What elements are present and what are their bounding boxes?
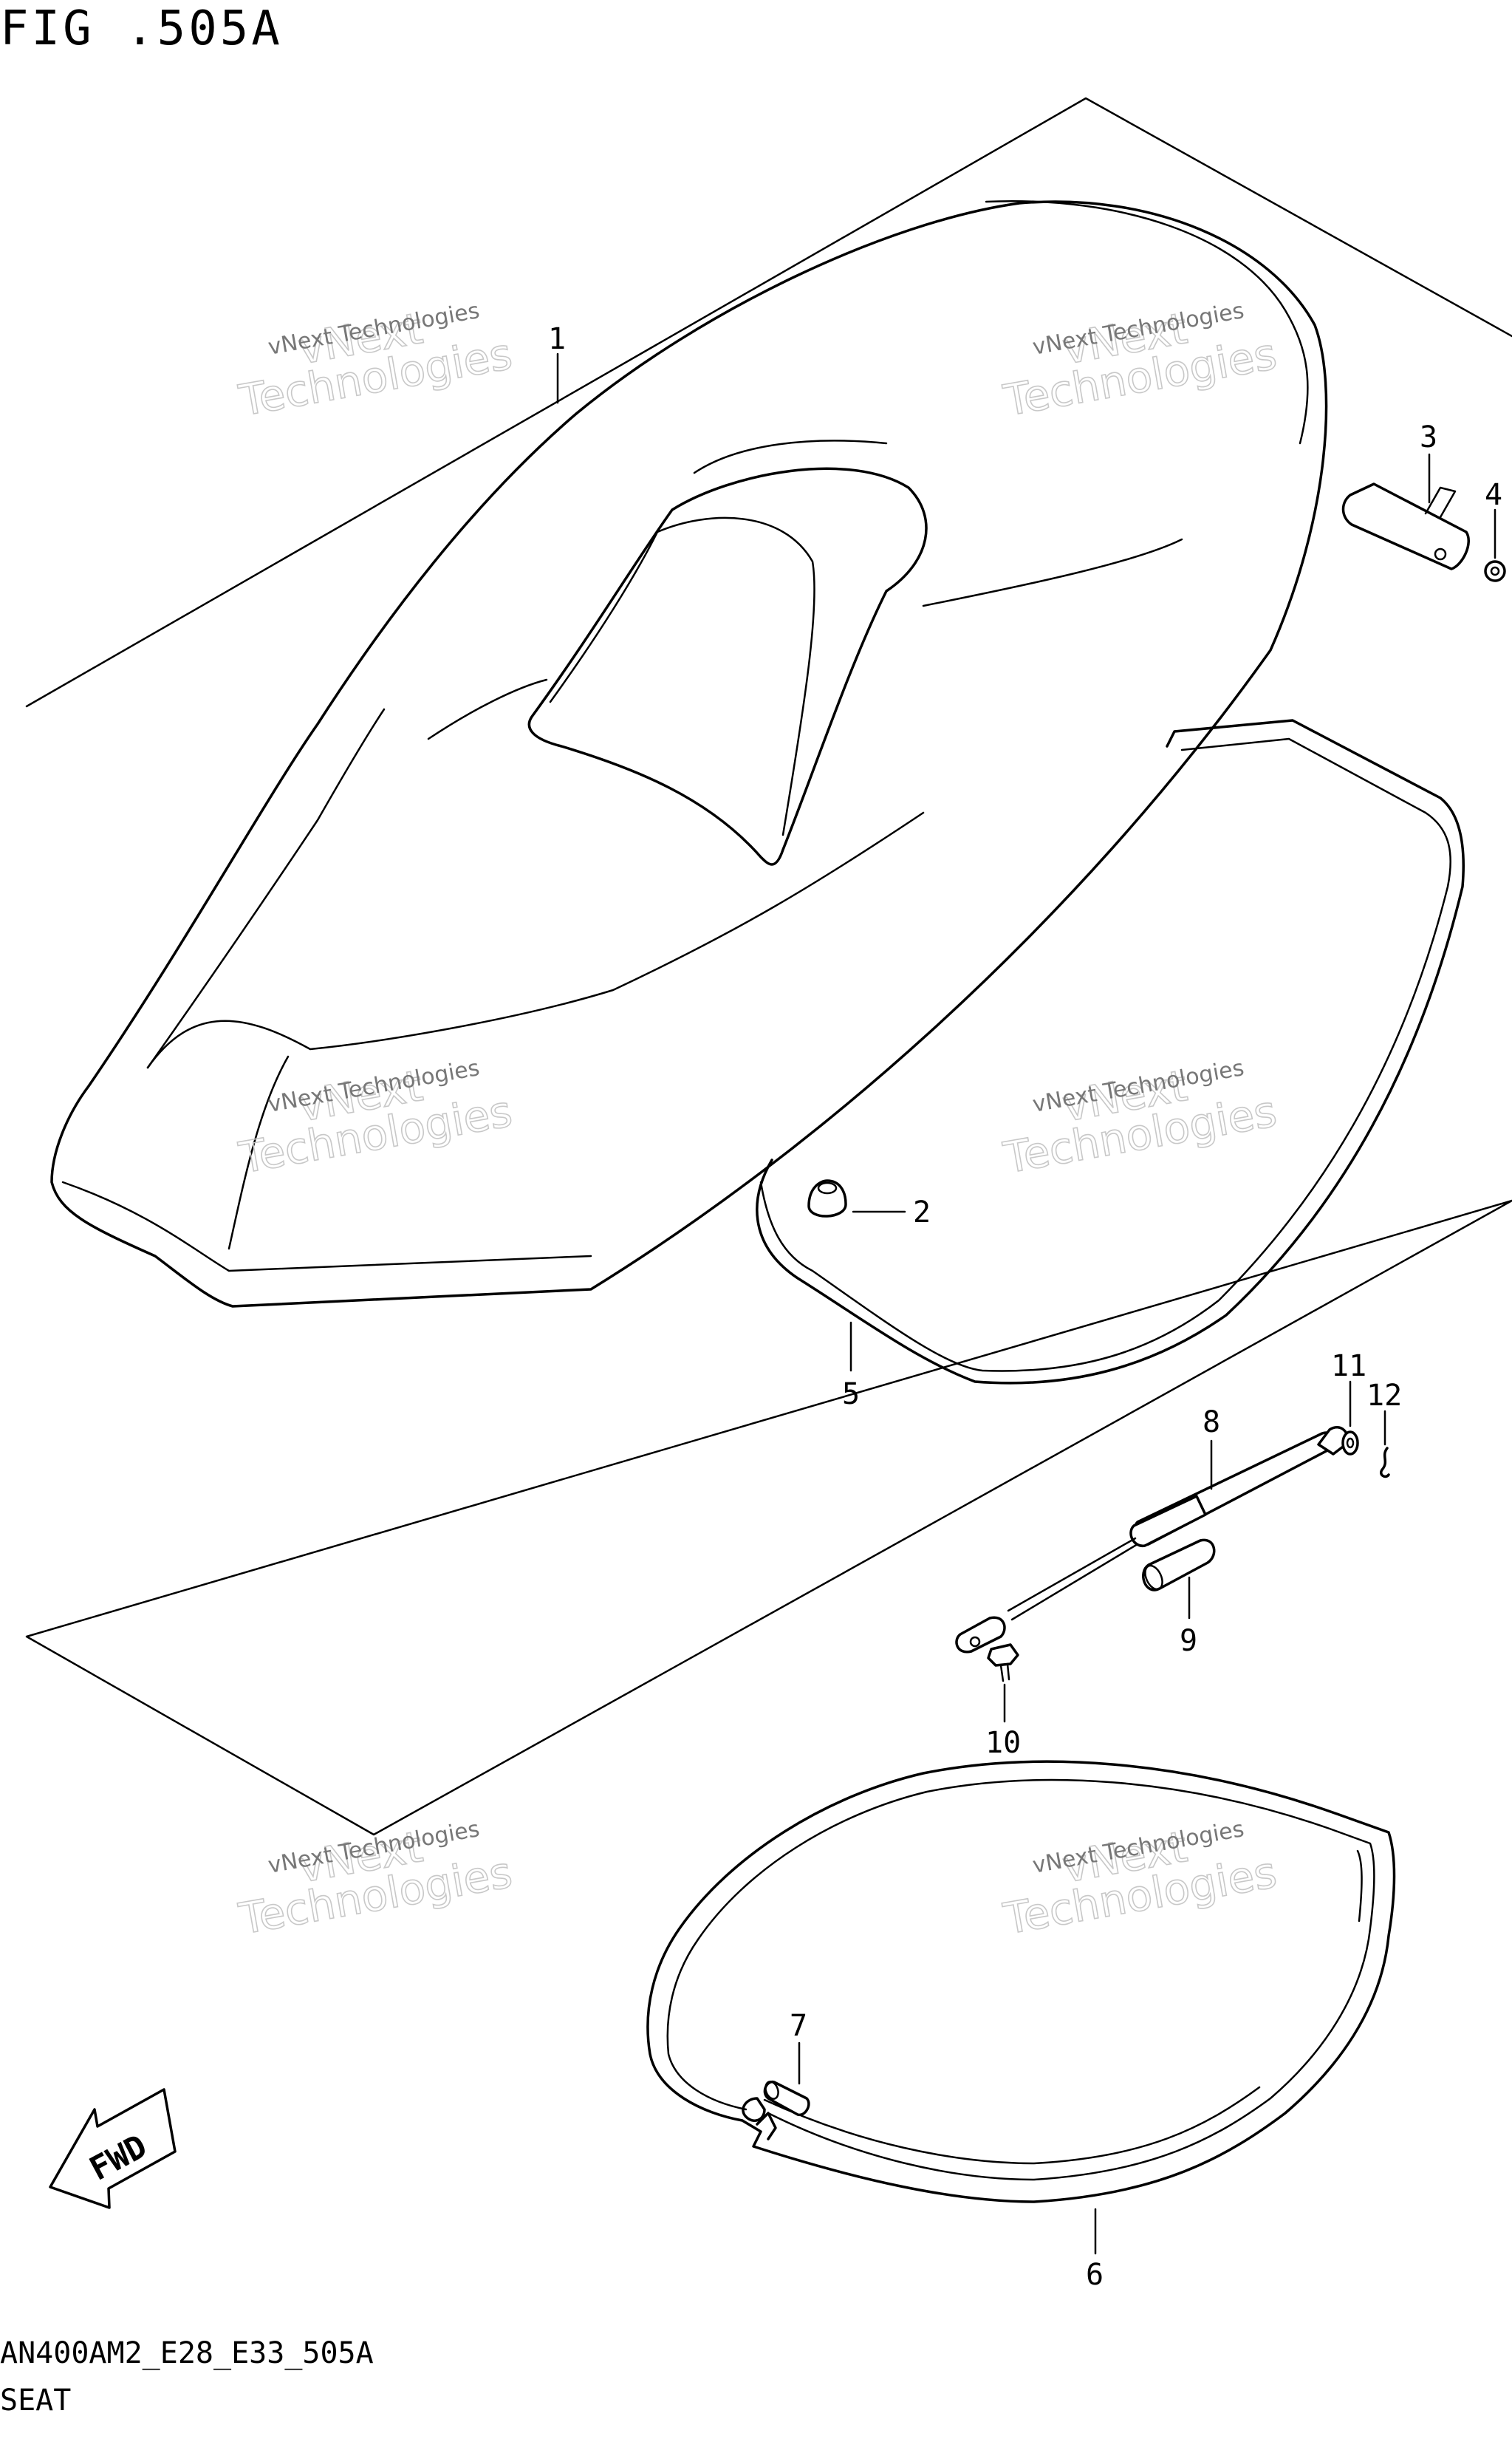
seat-base-part-5[interactable]	[756, 719, 1465, 1385]
callout-3[interactable]: 3	[1420, 420, 1437, 454]
seat-center-ridge	[427, 440, 1183, 740]
bracket-hole	[1434, 547, 1447, 561]
callout-7[interactable]: 7	[790, 2009, 807, 2043]
washer-body	[1341, 1430, 1359, 1456]
bolt-shank	[999, 1662, 1010, 1682]
model-code: AN400AM2_E28_E33_505A	[0, 2336, 374, 2370]
seat-part-1[interactable]	[50, 200, 1328, 1308]
plug-part-7[interactable]	[763, 2080, 810, 2116]
sleeve-end	[1144, 1564, 1163, 1591]
gasket-outer	[646, 1760, 1396, 2203]
sleeve-part-9[interactable]	[1142, 1538, 1216, 1591]
gasket-inner	[666, 1778, 1375, 2181]
fwd-label: FWD	[83, 2127, 153, 2188]
seat-backrest-inner	[549, 516, 815, 836]
fwd-arrow: FWD	[49, 2088, 177, 2209]
bump-stop-part-2[interactable]	[807, 1179, 847, 1218]
bracket-tab	[1424, 486, 1457, 519]
fwd-arrow-icon	[49, 2088, 177, 2209]
bracket-body	[1341, 482, 1470, 570]
seat-outline	[50, 200, 1328, 1308]
seat-inner-edge	[61, 1181, 592, 1272]
bolt-head	[987, 1643, 1019, 1667]
bump-stop-body	[807, 1179, 847, 1218]
callout-4[interactable]: 4	[1485, 478, 1502, 512]
strut-lower-eye	[955, 1616, 1006, 1654]
callout-5[interactable]: 5	[842, 1377, 860, 1411]
gasket-part-6[interactable]	[646, 1760, 1396, 2203]
gasket-rim	[763, 1849, 1363, 2165]
watermark-mr: vNext vNext Technologies Technologies	[999, 1055, 1281, 1184]
strut-lower-hole	[969, 1636, 981, 1648]
clip-body	[1380, 1447, 1390, 1478]
gasket-joint-2	[756, 2112, 777, 2140]
clip-part-12[interactable]	[1380, 1447, 1390, 1478]
nut-body	[1484, 560, 1506, 582]
washer-hole	[1346, 1437, 1355, 1449]
watermark-tr: vNext vNext Technologies Technologies	[999, 298, 1281, 426]
callout-1[interactable]: 1	[548, 322, 566, 356]
seat-backrest	[527, 467, 928, 866]
gasket-joint-1	[742, 2097, 766, 2122]
plug-end	[764, 2081, 779, 2100]
watermark-bl: vNext vNext Technologies Technologies	[235, 1816, 516, 1945]
callout-10[interactable]: 10	[985, 1726, 1021, 1760]
callout-2[interactable]: 2	[913, 1195, 931, 1229]
seat-base-outer	[756, 719, 1465, 1385]
seat-rim-line	[985, 200, 1309, 445]
strut-collar	[1129, 1495, 1207, 1547]
watermark-tl: vNext vNext Technologies Technologies	[235, 298, 516, 426]
watermark-br: vNext vNext Technologies Technologies	[999, 1816, 1281, 1945]
callout-12[interactable]: 12	[1366, 1379, 1402, 1413]
gas-strut-part-8[interactable]	[955, 1426, 1349, 1654]
callout-9[interactable]: 9	[1180, 1624, 1197, 1658]
bolt-part-10[interactable]	[987, 1643, 1019, 1682]
seat-crease-left	[146, 708, 386, 1069]
figure-title: FIG .505A	[0, 1, 283, 56]
callout-8[interactable]: 8	[1203, 1405, 1220, 1439]
watermark-ml: vNext vNext Technologies Technologies	[235, 1055, 516, 1184]
plug-body	[763, 2081, 810, 2116]
nut-part-4[interactable]	[1484, 560, 1506, 582]
sleeve-body	[1142, 1538, 1216, 1591]
bracket-part-3[interactable]	[1341, 482, 1470, 570]
callout-6[interactable]: 6	[1086, 2258, 1104, 2292]
leader-lines	[556, 352, 1496, 2255]
nut-hole	[1490, 566, 1500, 576]
callout-11[interactable]: 11	[1331, 1349, 1366, 1383]
section-name: SEAT	[0, 2384, 71, 2418]
assembly-outline	[25, 97, 1512, 1836]
seat-base-inner	[759, 737, 1451, 1372]
seat-front-cushion	[146, 811, 925, 1250]
washer-part-11[interactable]	[1341, 1430, 1359, 1456]
strut-rod	[1007, 1537, 1139, 1621]
bump-stop-top	[817, 1181, 838, 1195]
